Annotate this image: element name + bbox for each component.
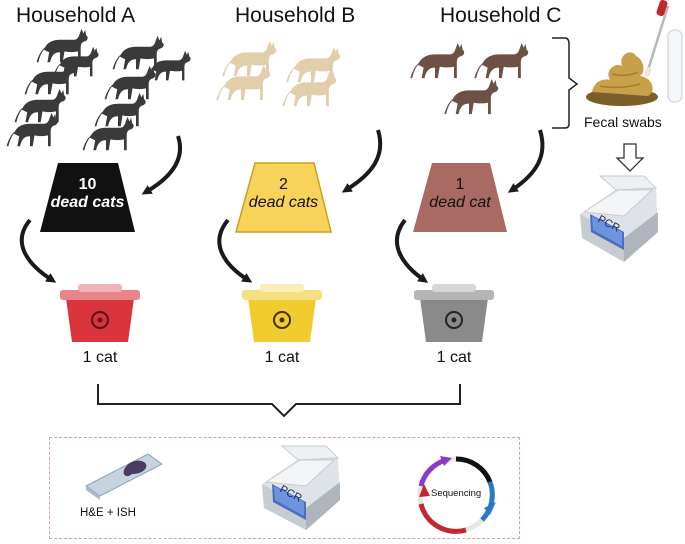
analysis-panel [49, 437, 520, 539]
household-c-box-label: 1 cat [436, 349, 472, 366]
household-a-box-label: 1 cat [82, 349, 118, 366]
household-c-count-text: dead cat [429, 194, 491, 211]
biohazard-boxes [60, 284, 494, 342]
household-a-count: 10 dead cats [38, 176, 137, 212]
sequencing-label: Sequencing [431, 488, 482, 499]
down-arrow-icon [615, 143, 645, 172]
household-c-title: Household C [440, 4, 562, 27]
household-c-count: 1 dead cat [411, 176, 509, 212]
household-a-count-text: dead cats [50, 194, 125, 211]
household-b-count-number: 2 [279, 176, 288, 193]
arrows-to-boxes [19, 218, 429, 283]
household-b-title: Household B [235, 4, 356, 27]
biohazard-box-icon [242, 284, 322, 342]
household-c-count-number: 1 [455, 176, 465, 193]
pcr-machine-icon [580, 175, 658, 262]
merge-bracket [97, 384, 461, 418]
household-a-title: Household A [16, 4, 136, 27]
biohazard-box-icon [414, 284, 494, 342]
household-a-count-shape [40, 162, 507, 233]
histology-label: H&E + ISH [80, 507, 136, 519]
stool-icon [586, 52, 658, 106]
household-c-bracket [552, 37, 579, 129]
arrows-to-counts [141, 129, 545, 195]
fecal-swab-illustration [586, 0, 683, 106]
household-b-count: 2 dead cats [234, 176, 333, 212]
household-b-box-label: 1 cat [264, 349, 300, 366]
swab-tube-icon [644, 0, 683, 103]
household-b-count-text: dead cats [248, 194, 319, 211]
fecal-swabs-label: Fecal swabs [584, 114, 662, 130]
household-a-count-number: 10 [78, 176, 97, 193]
biohazard-box-icon [60, 284, 140, 342]
